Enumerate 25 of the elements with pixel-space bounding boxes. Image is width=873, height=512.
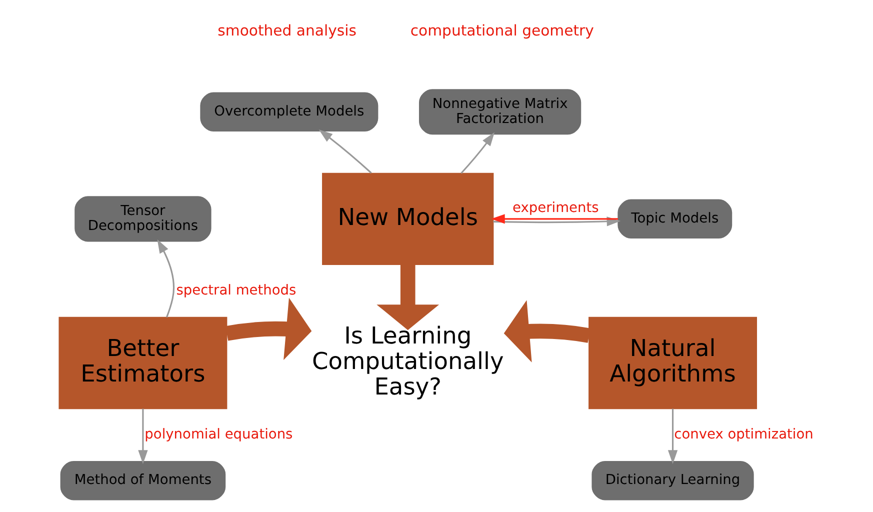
arrow xyxy=(376,264,439,330)
node-box: Nonnegative Matrix Factorization xyxy=(418,89,581,135)
arrow xyxy=(667,408,678,464)
arrow xyxy=(224,298,312,360)
node-box: Dictionary Learning xyxy=(591,461,754,500)
arrow xyxy=(318,130,372,174)
edge-label: spectral methods xyxy=(176,282,296,299)
label: smoothed analysis xyxy=(217,22,356,40)
edge-label: experiments xyxy=(512,200,598,216)
arrow xyxy=(460,132,494,174)
arrow xyxy=(156,239,174,318)
node-box: Better Estimators xyxy=(58,316,227,410)
node-text: Is Learning Computationally Easy? xyxy=(311,322,504,400)
node-box: Natural Algorithms xyxy=(588,316,756,410)
label: computational geometry xyxy=(410,22,594,40)
edge-label: polynomial equations xyxy=(144,426,292,443)
arrow xyxy=(503,300,590,362)
node-box: Method of Moments xyxy=(60,461,226,500)
node-box: New Models xyxy=(322,172,494,265)
node-box: Tensor Decompositions xyxy=(74,196,211,242)
node-box: Topic Models xyxy=(617,199,732,239)
node-box: Overcomplete Models xyxy=(200,92,378,132)
arrow xyxy=(490,214,618,224)
arrow xyxy=(138,408,148,464)
edge-label: convex optimization xyxy=(674,426,813,443)
